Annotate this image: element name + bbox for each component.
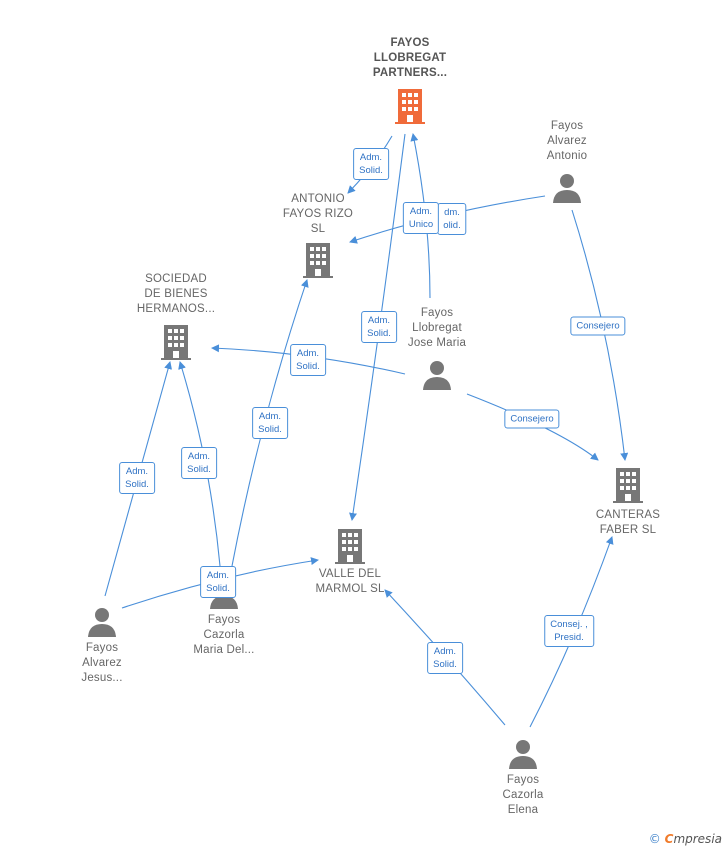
node-fayos-alvarez-antonio[interactable]: Fayos Alvarez Antonio bbox=[522, 119, 612, 204]
edge-tag-adm-solid[interactable]: Adm.Solid. bbox=[200, 566, 236, 598]
node-label: Fayos Alvarez Jesus... bbox=[81, 642, 123, 684]
edge-tag-consej-presid[interactable]: Consej. ,Presid. bbox=[544, 615, 594, 647]
edge-tag-consejero[interactable]: Consejero bbox=[504, 409, 560, 429]
edge-tag-adm-solid[interactable]: Adm.Solid. bbox=[252, 407, 288, 439]
building-icon bbox=[613, 468, 643, 503]
brand-name: mpresia bbox=[673, 832, 722, 846]
brand-footer: © Cmpresia bbox=[649, 832, 722, 846]
edge-tag-adm-solid[interactable]: Adm.Solid. bbox=[181, 447, 217, 479]
node-valle-marmol[interactable]: VALLE DEL MARMOL SL bbox=[294, 527, 406, 597]
edge-tag-consejero[interactable]: Consejero bbox=[570, 316, 626, 336]
node-label: Fayos Cazorla Maria Del... bbox=[193, 614, 255, 656]
node-label: CANTERAS FABER SL bbox=[595, 509, 661, 536]
node-fayos-alvarez-jesus[interactable]: Fayos Alvarez Jesus... bbox=[57, 606, 147, 686]
node-fayos-cazorla-elena[interactable]: Fayos Cazorla Elena bbox=[478, 738, 568, 818]
node-label: Fayos Alvarez Antonio bbox=[546, 120, 588, 162]
copyright-icon: © bbox=[648, 832, 661, 846]
edge-tag-adm-solid[interactable]: Adm.Solid. bbox=[353, 148, 389, 180]
node-antonio-fayos-rizo[interactable]: ANTONIO FAYOS RIZO SL bbox=[262, 192, 374, 279]
node-label: ANTONIO FAYOS RIZO SL bbox=[282, 193, 354, 235]
edge-tag-adm-solid[interactable]: Adm.Solid. bbox=[119, 462, 155, 494]
node-sociedad-bienes[interactable]: SOCIEDAD DE BIENES HERMANOS... bbox=[120, 272, 232, 361]
edge-tag-adm-solid[interactable]: Adm.Solid. bbox=[427, 642, 463, 674]
edge-tag-adm-solid[interactable]: Adm.Solid. bbox=[361, 311, 397, 343]
node-label: Fayos Llobregat Jose Maria bbox=[407, 307, 467, 349]
building-icon bbox=[335, 529, 365, 564]
node-fayos-llobregat-partners[interactable]: FAYOS LLOBREGAT PARTNERS... bbox=[350, 36, 470, 125]
building-icon bbox=[395, 89, 425, 124]
edge-tag-adm-solid[interactable]: Adm.Solid. bbox=[290, 344, 326, 376]
node-label: VALLE DEL MARMOL SL bbox=[315, 568, 385, 595]
building-icon bbox=[303, 243, 333, 278]
person-icon bbox=[509, 740, 537, 769]
edge-tag-adm-solid-partial[interactable]: dm.olid. bbox=[437, 203, 467, 235]
person-icon bbox=[88, 608, 116, 637]
edge-tag-adm-unico[interactable]: Adm.Unico bbox=[402, 202, 440, 234]
node-label: Fayos Cazorla Elena bbox=[502, 774, 544, 816]
node-canteras-faber[interactable]: CANTERAS FABER SL bbox=[572, 466, 684, 538]
node-label: SOCIEDAD DE BIENES HERMANOS... bbox=[136, 273, 216, 315]
building-icon bbox=[161, 325, 191, 360]
node-fayos-llobregat-jose[interactable]: Fayos Llobregat Jose Maria bbox=[392, 306, 482, 391]
person-icon bbox=[553, 174, 581, 203]
person-icon bbox=[423, 361, 451, 390]
node-label: FAYOS LLOBREGAT PARTNERS... bbox=[372, 37, 448, 79]
brand-initial: C bbox=[664, 832, 674, 846]
